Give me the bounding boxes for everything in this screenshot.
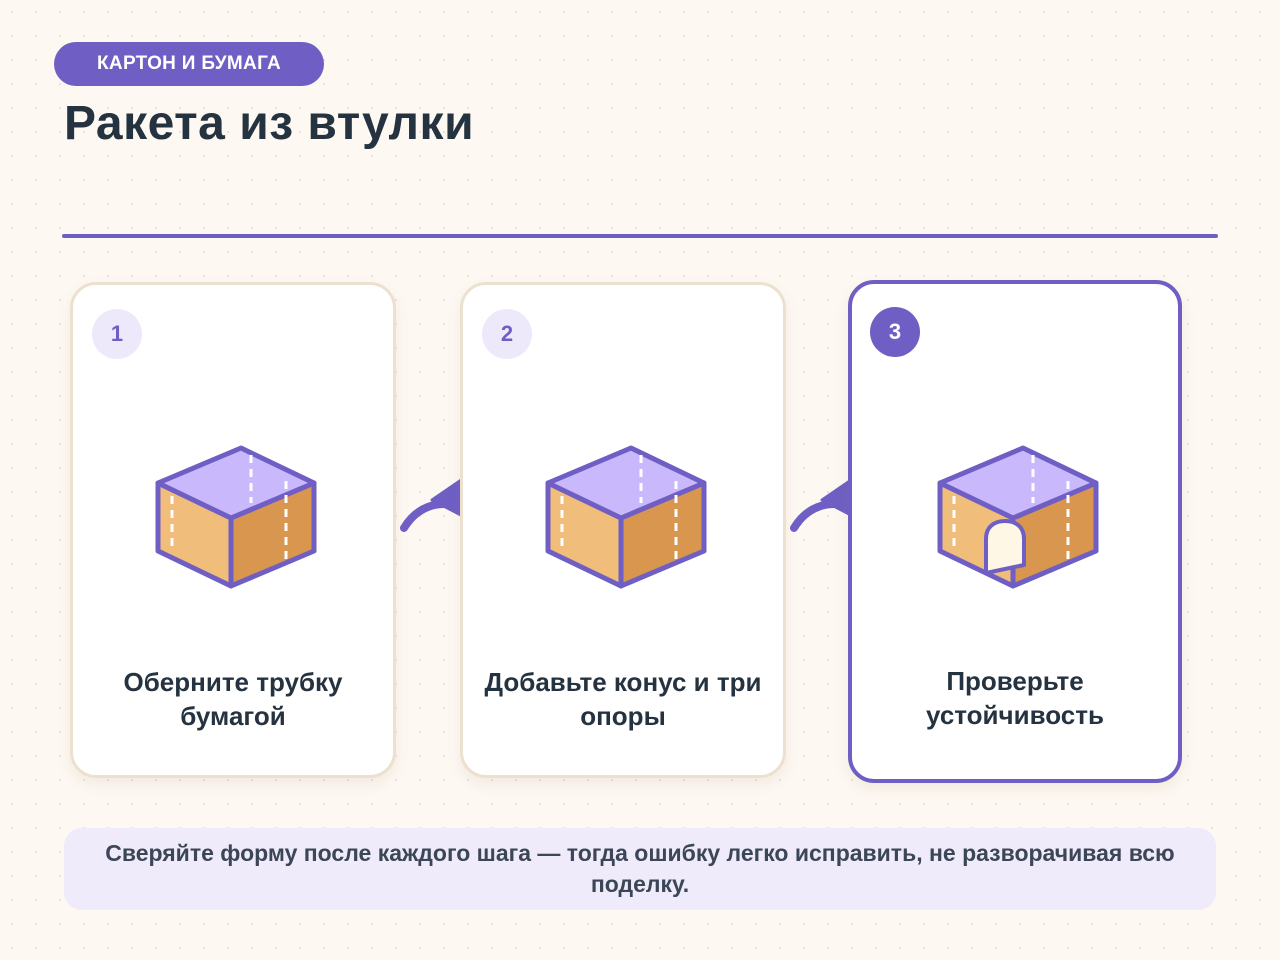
- page-title: Ракета из втулки: [64, 97, 475, 150]
- tip-note: Сверяйте форму после каждого шага — тогд…: [64, 828, 1216, 910]
- step-label: Добавьте конус и три опоры: [484, 667, 762, 731]
- category-tag: КАРТОН И БУМАГА: [54, 42, 324, 86]
- step-number-badge: 1: [92, 309, 142, 359]
- step-card-3: 3 Проверьте устойчивость: [848, 280, 1182, 783]
- cardboard-box-icon: [155, 445, 317, 589]
- step-card-1: 1 Оберните трубку бумагой: [70, 282, 396, 778]
- step-number-badge: 3: [870, 307, 920, 357]
- step-label: Оберните трубку бумагой: [123, 667, 343, 731]
- divider: [62, 234, 1218, 238]
- step-label: Проверьте устойчивость: [926, 666, 1104, 730]
- step-card-2: 2 Добавьте конус и три опоры: [460, 282, 786, 778]
- cardboard-box-icon: [545, 445, 707, 589]
- cardboard-box-with-door-icon: [937, 445, 1099, 589]
- step-number-badge: 2: [482, 309, 532, 359]
